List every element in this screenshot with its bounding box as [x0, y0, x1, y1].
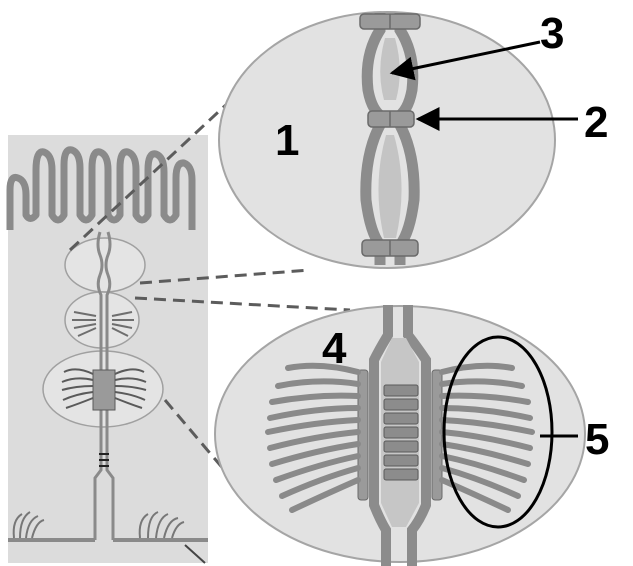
label-3: 3	[540, 9, 564, 58]
label-5: 5	[585, 415, 609, 464]
cadherin-blocks	[384, 385, 418, 480]
label-1: 1	[275, 116, 299, 165]
overview-panel	[8, 135, 208, 563]
label-4: 4	[322, 324, 347, 373]
tight-junction-space-upper	[380, 38, 400, 100]
junction-protein-band-middle	[368, 111, 414, 127]
label-2: 2	[584, 98, 608, 147]
desmosome-zoom	[215, 305, 585, 566]
